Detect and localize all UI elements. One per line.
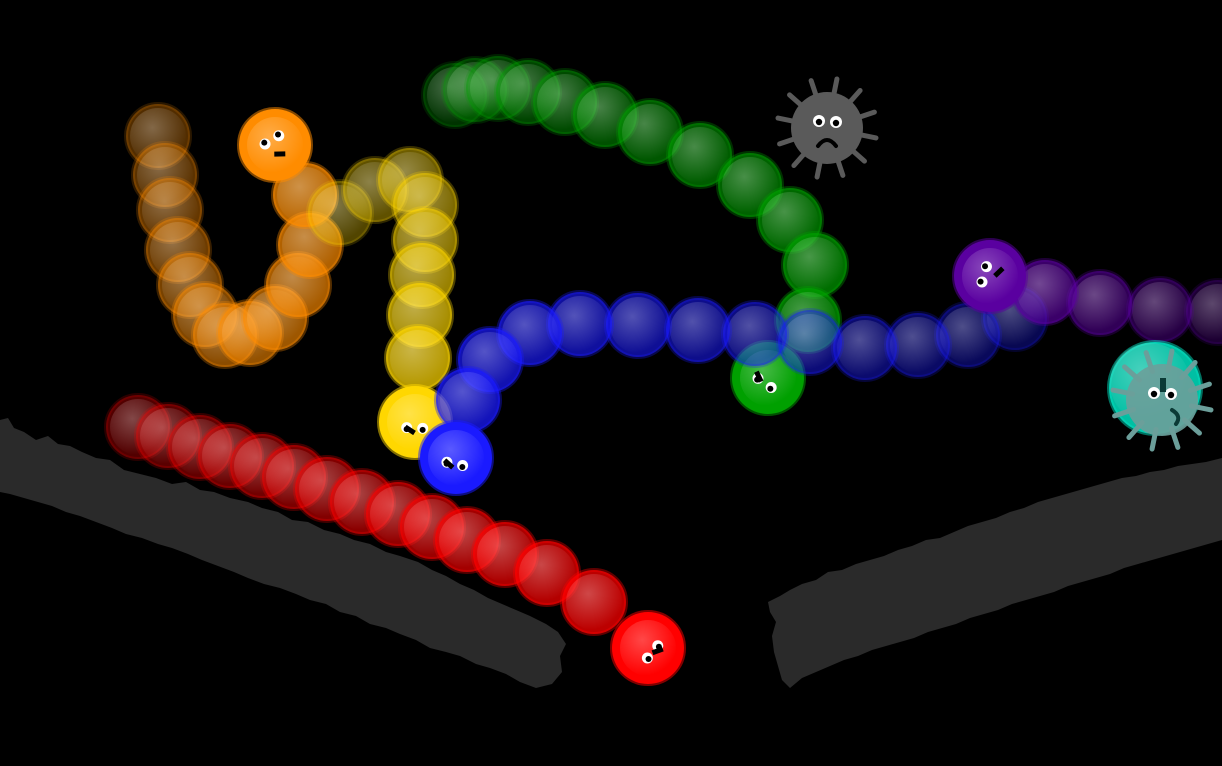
virus-pupil-icon xyxy=(815,118,823,126)
segment-shine xyxy=(787,237,843,293)
segment-shine xyxy=(610,297,666,353)
wall-right xyxy=(768,458,1222,688)
snake-brow-icon xyxy=(403,424,416,436)
virus-brow-icon xyxy=(1160,378,1166,392)
segment-shine xyxy=(519,545,575,601)
segment-shine xyxy=(552,296,608,352)
snake-pupil-icon xyxy=(645,655,652,662)
virus-gray xyxy=(775,76,879,180)
virus-pupil-icon xyxy=(1167,391,1175,399)
segment-shine xyxy=(390,330,446,386)
snake-orange xyxy=(124,102,344,369)
segment-shine xyxy=(428,430,484,486)
segment-shine xyxy=(762,192,818,248)
snake-brow-icon xyxy=(993,266,1005,278)
segment-shine xyxy=(1190,284,1222,340)
segment-shine xyxy=(782,314,838,370)
segment-shine xyxy=(1017,264,1073,320)
snake-pupil-icon xyxy=(977,278,984,285)
segment-shine xyxy=(1072,275,1128,331)
segment-shine xyxy=(672,127,728,183)
snake-purple xyxy=(952,238,1222,346)
snake-pupil-icon xyxy=(767,385,774,392)
snake-pupil-icon xyxy=(459,463,466,470)
segment-shine xyxy=(940,307,996,363)
virus-body xyxy=(1126,364,1198,436)
virus-pupil-icon xyxy=(1150,390,1158,398)
snakes-layer xyxy=(104,54,1222,686)
snake-yellow xyxy=(306,146,459,460)
wall-left xyxy=(0,418,566,688)
segment-shine xyxy=(247,117,303,173)
snake-pupil-icon xyxy=(261,139,268,146)
snake-pupil-icon xyxy=(982,263,989,270)
snake-brow-icon xyxy=(442,458,455,470)
segment-shine xyxy=(670,302,726,358)
segment-shine xyxy=(962,248,1018,304)
snake-brow-icon xyxy=(754,370,764,383)
snake-red xyxy=(104,393,686,686)
snake-blue xyxy=(418,284,1049,496)
virus-pupil-icon xyxy=(832,119,840,127)
snake-brow-icon xyxy=(651,646,664,656)
snake-brow-icon xyxy=(274,151,286,157)
segment-shine xyxy=(566,574,622,630)
segment-shine xyxy=(440,372,496,428)
segment-shine xyxy=(1132,282,1188,338)
snake-pupil-icon xyxy=(275,131,282,138)
segment-shine xyxy=(890,317,946,373)
segment-shine xyxy=(620,620,676,676)
segment-shine xyxy=(722,157,778,213)
viruses-layer xyxy=(775,76,1214,452)
virus-teal xyxy=(1110,348,1214,452)
segment-shine xyxy=(727,306,783,362)
segment-shine xyxy=(622,104,678,160)
virus-frown-icon xyxy=(816,138,838,148)
virus-mouth-icon xyxy=(1170,408,1181,426)
snake-pupil-icon xyxy=(419,426,426,433)
segment-shine xyxy=(837,320,893,376)
virus-body xyxy=(791,92,863,164)
